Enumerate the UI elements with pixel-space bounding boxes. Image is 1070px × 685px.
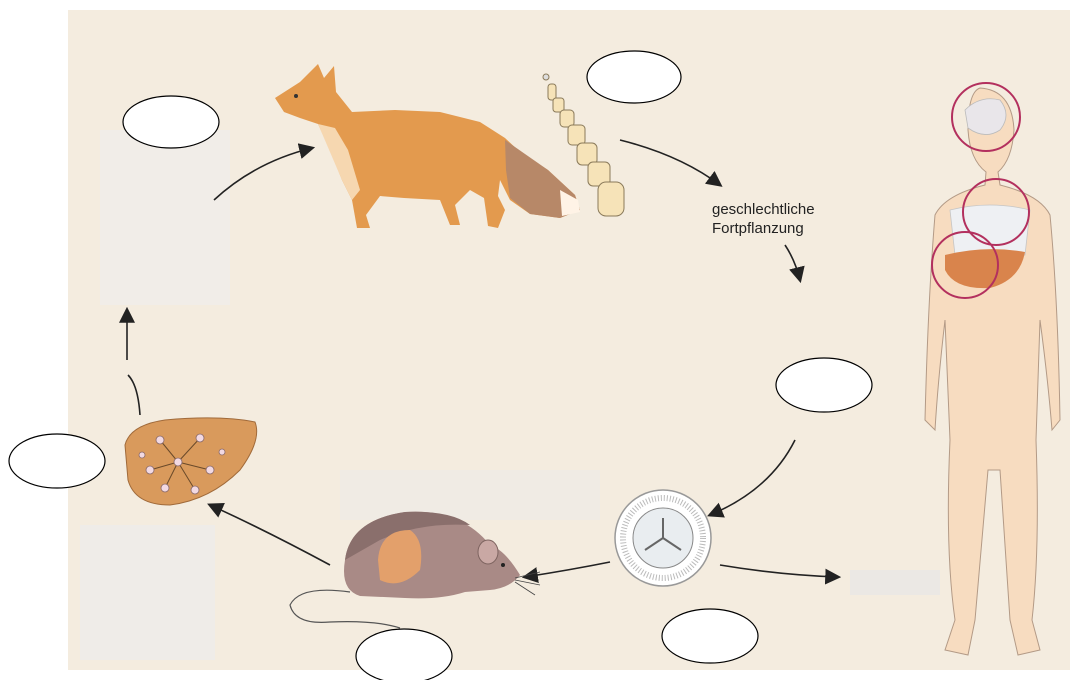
- faded-text-block: [340, 470, 600, 520]
- blank-label-oval[interactable]: [587, 51, 681, 103]
- blank-label-oval[interactable]: [662, 609, 758, 663]
- blank-label-oval[interactable]: [9, 434, 105, 488]
- caption-line-1: geschlechtliche: [712, 201, 815, 218]
- faded-text-block: [850, 570, 940, 595]
- blank-label-oval[interactable]: [123, 96, 219, 148]
- blank-label-oval[interactable]: [356, 629, 452, 680]
- blank-label-oval[interactable]: [776, 358, 872, 412]
- faded-text-block: [100, 130, 230, 305]
- egg-illustration: [615, 490, 711, 586]
- faded-text-block: [80, 525, 215, 660]
- caption-line-2: Fortpflanzung: [712, 220, 804, 237]
